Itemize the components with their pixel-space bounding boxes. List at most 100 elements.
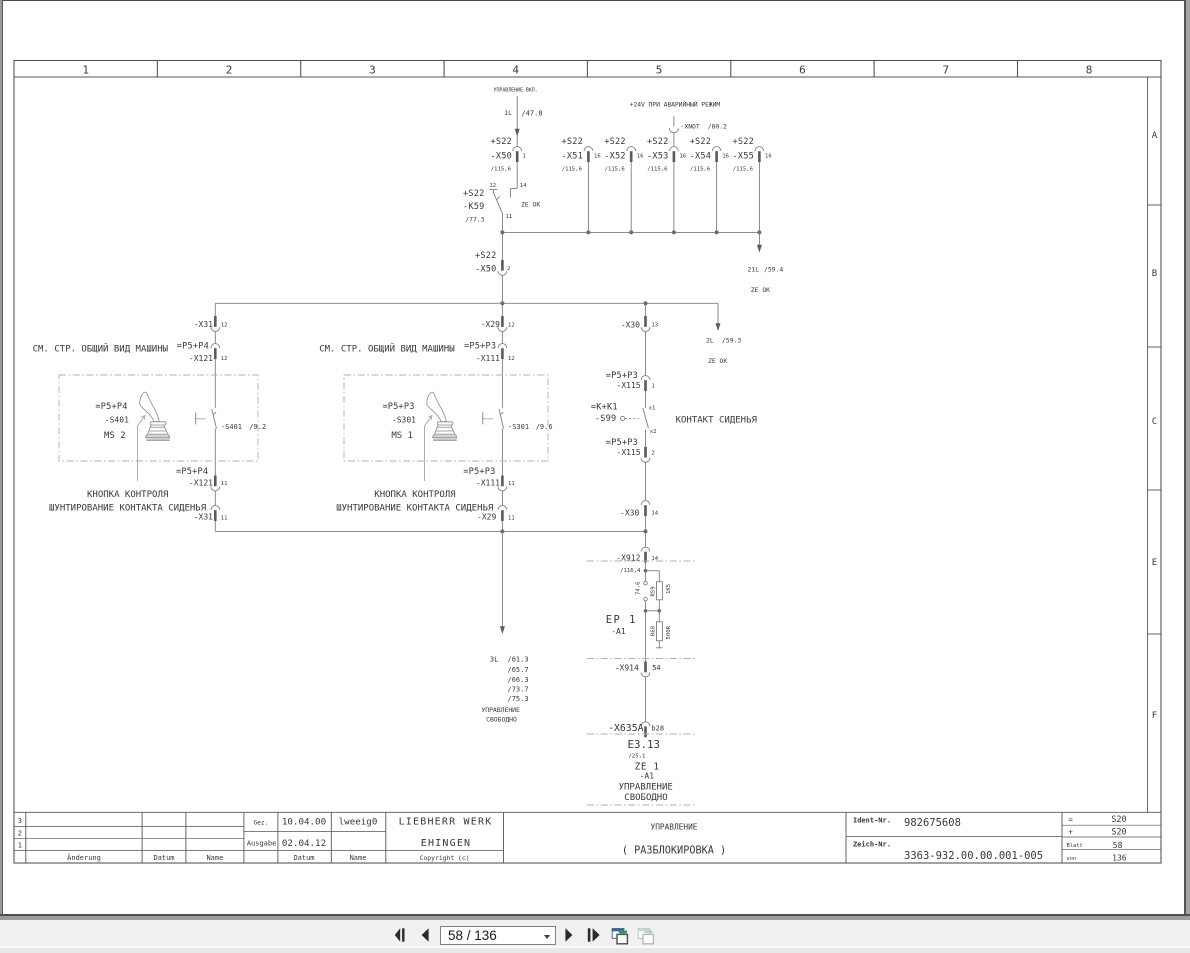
previous-view-button[interactable] bbox=[611, 927, 629, 945]
pin: 16 bbox=[722, 154, 729, 160]
ref: /115,6 bbox=[605, 167, 625, 173]
previous-view-icon bbox=[611, 927, 629, 944]
pin: 16 bbox=[765, 154, 772, 160]
next-page-icon bbox=[565, 928, 573, 942]
loc-s22: +S22 bbox=[604, 137, 626, 147]
pin-x1: x1 bbox=[649, 406, 656, 412]
copyright: Copyright (c) bbox=[420, 854, 470, 862]
label-ms1: MS 1 bbox=[391, 431, 413, 441]
wire-3l: 3L bbox=[490, 655, 498, 663]
pin: 12 bbox=[221, 356, 228, 362]
wire-2l: 2L bbox=[706, 337, 714, 345]
ref-116-4: /116,4 bbox=[620, 568, 641, 574]
tag-x55: -X55 bbox=[733, 152, 755, 162]
label-r60: R60 bbox=[650, 626, 656, 636]
rev-number: 1 bbox=[18, 842, 22, 850]
ref: /115,6 bbox=[562, 167, 582, 173]
ref-75-3: /75.3 bbox=[508, 695, 529, 703]
dropdown-arrow-icon[interactable] bbox=[544, 934, 550, 939]
note-control-free: СВОБОДНО bbox=[624, 793, 667, 803]
pin: 11 bbox=[221, 481, 228, 487]
loc-s22: +S22 bbox=[562, 137, 584, 147]
pin: 12 bbox=[221, 323, 228, 329]
loc-p5p3: =P5+P3 bbox=[606, 438, 638, 448]
note-24v: +24V ПРИ АВАРИЙНЫЙ РЕЖИМ bbox=[630, 100, 721, 109]
row-label: B bbox=[1152, 269, 1157, 279]
gez-label: Gez. bbox=[253, 819, 268, 826]
loc-s22: +S22 bbox=[463, 189, 485, 199]
sheet-title-2: ( РАЗБЛОКИРОВКА ) bbox=[622, 846, 726, 857]
loc-s22: +S22 bbox=[647, 137, 669, 147]
pin: b28 bbox=[651, 724, 664, 732]
blatt-label: Blatt bbox=[1067, 843, 1083, 849]
enclosure-boundaries bbox=[58, 374, 697, 806]
note-seat-contact: КОНТАКТ СИДЕНЬЯ bbox=[676, 415, 757, 425]
label-a1: -A1 bbox=[640, 771, 655, 780]
pin: 16 bbox=[680, 154, 687, 160]
von-value: 136 bbox=[1112, 853, 1127, 862]
pin-x2: x2 bbox=[650, 429, 657, 435]
wire-1l: 1L bbox=[504, 109, 512, 117]
tag-x121: -X121 bbox=[189, 354, 213, 363]
von-label: von bbox=[1067, 856, 1077, 862]
ref: /115,6 bbox=[491, 167, 511, 173]
tag-k59: -K59 bbox=[463, 202, 485, 212]
drawing-frame bbox=[13, 59, 1162, 864]
pin: 16 bbox=[637, 154, 644, 160]
tag-x31: -X31 bbox=[194, 513, 213, 522]
col-label: 8 bbox=[1086, 64, 1093, 77]
junction-dots bbox=[500, 230, 762, 613]
last-page-button[interactable] bbox=[587, 927, 601, 943]
wires bbox=[195, 96, 760, 722]
frame-grid-labels: 1 2 3 4 5 6 7 8 A B C E F bbox=[82, 64, 1157, 722]
note-control-free: СВОБОДНО bbox=[486, 715, 517, 723]
tag-s301-contact: -S301 bbox=[508, 423, 529, 431]
xnot-ref: /80.2 bbox=[708, 123, 727, 131]
previous-page-button[interactable] bbox=[420, 927, 430, 943]
col-label: 1 bbox=[82, 64, 89, 77]
pin: 11 bbox=[506, 214, 513, 220]
tag-x54: -X54 bbox=[690, 152, 712, 162]
next-page-button[interactable] bbox=[564, 927, 574, 943]
note-button: КНОПКА КОНТРОЛЯ bbox=[87, 490, 168, 500]
tag-x50: -X50 bbox=[475, 265, 497, 275]
next-view-button[interactable] bbox=[637, 927, 655, 945]
ref-59-4: /59.4 bbox=[764, 266, 783, 274]
pin: 2 bbox=[507, 266, 510, 272]
loc-p5p4: =P5+P4 bbox=[176, 467, 208, 477]
ref-47-8: /47.8 bbox=[522, 110, 543, 118]
note-control-on: УПРАВЛЕНИЕ ВКЛ. bbox=[494, 88, 538, 94]
ausgabe-label: Ausgabe bbox=[247, 840, 277, 848]
page-number-combobox[interactable]: 58 / 136 bbox=[440, 925, 556, 945]
loc-p5p3: =P5+P3 bbox=[464, 342, 496, 352]
pin: 12 bbox=[508, 323, 515, 329]
pin: 13 bbox=[651, 323, 658, 329]
plus-value: S20 bbox=[1111, 827, 1126, 837]
ref: /115,6 bbox=[647, 167, 667, 173]
ref-25-1: /25,1 bbox=[629, 753, 646, 759]
window-border-left-line bbox=[1, 0, 3, 916]
header-name: Name bbox=[206, 854, 223, 862]
ident-label: Ident-Nr. bbox=[853, 816, 891, 824]
label-e313: E3.13 bbox=[628, 738, 661, 751]
status-strip bbox=[0, 947, 1190, 953]
tag-x53: -X53 bbox=[647, 152, 669, 162]
header-anderung: Änderung bbox=[67, 853, 101, 862]
ref-9-6: /9.6 bbox=[536, 423, 553, 431]
first-page-button[interactable] bbox=[393, 927, 406, 943]
window-border-right bbox=[1185, 0, 1190, 916]
page-indicator: 58 / 136 bbox=[448, 928, 497, 943]
header-datum2: Datum bbox=[293, 854, 314, 862]
rev-number: 3 bbox=[18, 817, 22, 825]
ref-65-7: /65.7 bbox=[508, 666, 529, 674]
plus-label: + bbox=[1068, 827, 1073, 836]
loc-s22: +S22 bbox=[475, 251, 497, 261]
toolbar-divider-dark bbox=[0, 914, 1190, 917]
tag-x635a: -X635A bbox=[608, 723, 643, 734]
ref: /115,6 bbox=[733, 167, 753, 173]
flow-arrows bbox=[499, 128, 762, 634]
note-ze-ok: ZE OK bbox=[751, 286, 770, 294]
label-ze1: ZE 1 bbox=[635, 761, 660, 772]
tag-x30: -X30 bbox=[621, 321, 640, 330]
